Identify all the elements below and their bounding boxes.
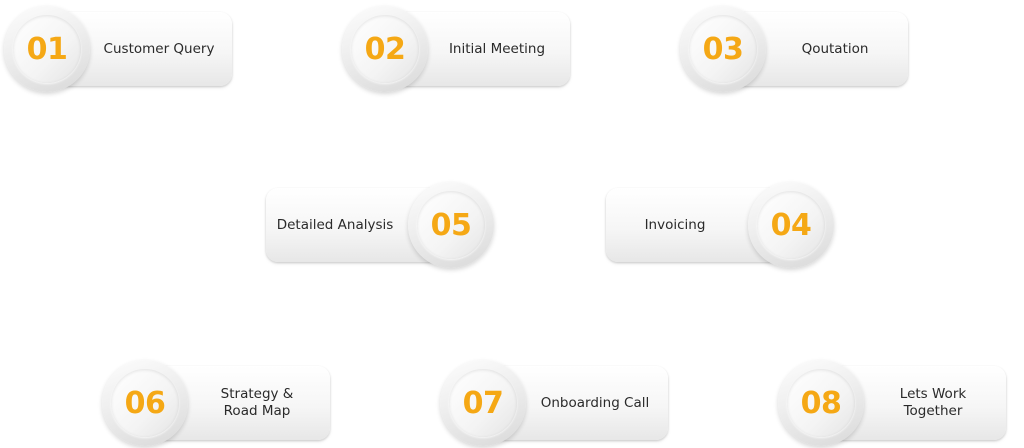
- step-label: Detailed Analysis: [276, 216, 394, 233]
- step-03: Qoutation 03: [680, 2, 912, 94]
- step-number-badge: 01: [4, 6, 90, 92]
- step-number-badge: 02: [342, 6, 428, 92]
- step-number: 01: [26, 31, 68, 67]
- step-number: 04: [770, 207, 812, 243]
- step-number-badge: 03: [680, 6, 766, 92]
- step-number: 02: [364, 31, 406, 67]
- step-number: 05: [430, 207, 472, 243]
- step-label: Qoutation: [801, 40, 869, 57]
- step-01: Customer Query 01: [4, 2, 236, 94]
- step-number-badge: 07: [440, 360, 526, 446]
- step-label: Strategy & Road Map: [220, 386, 294, 419]
- step-label: Lets Work Together: [899, 386, 967, 419]
- step-label: Customer Query: [103, 40, 215, 57]
- step-number-badge: 06: [102, 360, 188, 446]
- step-08: Lets Work Together 08: [778, 356, 1010, 448]
- step-number: 03: [702, 31, 744, 67]
- step-label: Initial Meeting: [448, 40, 546, 57]
- step-07: Onboarding Call 07: [440, 356, 672, 448]
- step-number: 07: [462, 385, 504, 421]
- step-label: Invoicing: [644, 216, 706, 233]
- step-02: Initial Meeting 02: [342, 2, 574, 94]
- step-number: 08: [800, 385, 842, 421]
- step-04: Invoicing 04: [602, 178, 834, 270]
- step-05: Detailed Analysis 05: [262, 178, 494, 270]
- step-number-badge: 05: [408, 182, 494, 268]
- step-number-badge: 08: [778, 360, 864, 446]
- step-06: Strategy & Road Map 06: [102, 356, 334, 448]
- step-number-badge: 04: [748, 182, 834, 268]
- step-card: Detailed Analysis: [266, 188, 442, 262]
- step-number: 06: [124, 385, 166, 421]
- step-label: Onboarding Call: [540, 394, 650, 411]
